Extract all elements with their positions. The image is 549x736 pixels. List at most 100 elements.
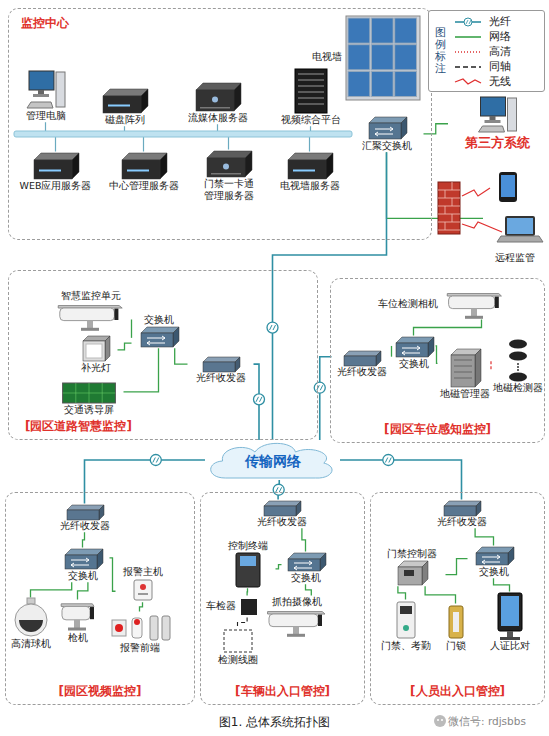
device-node: 门锁 [436, 604, 476, 653]
device-icon [118, 578, 168, 602]
connector [494, 578, 510, 591]
device-icon [485, 172, 545, 252]
device-label: 视频综合平台 [276, 114, 346, 127]
device-icon [352, 116, 422, 140]
device-label: 车检器 [206, 600, 236, 613]
device-icon [190, 356, 252, 372]
drawing-part [471, 308, 477, 316]
drawing-part [445, 222, 446, 230]
drawing-part [455, 79, 481, 84]
device-node: 人证比对 [482, 592, 538, 653]
drawing-part [288, 559, 320, 571]
drawing-part [58, 306, 122, 331]
drawing-part [298, 97, 324, 99]
region-box: [人员出入口管控]光纤收发器交换机门禁控制器门禁、考勤门锁人证比对 [370, 492, 545, 705]
device-label: 光纤收发器 [332, 366, 392, 379]
device-label: 高清球机 [6, 638, 56, 651]
drawing-part [476, 501, 481, 516]
drawing-part [27, 102, 53, 108]
drawing-part [479, 126, 505, 132]
region-title: [园区道路智慧监控] [25, 418, 132, 435]
drawing-part [34, 153, 79, 179]
device-icon [442, 290, 508, 320]
device-label: 交换机 [468, 566, 520, 579]
drawing-part [294, 561, 312, 570]
drawing-part [501, 596, 519, 626]
legend-row: 网络 [453, 29, 511, 44]
drawing-part [29, 71, 54, 90]
drawing-part [376, 351, 381, 366]
drawing-part [295, 69, 327, 113]
drawing-part [437, 719, 439, 721]
fiber-symbol [314, 382, 325, 393]
device-node: 交换机 [282, 552, 330, 585]
drawing-part [240, 556, 256, 566]
drawing-part [396, 337, 434, 357]
drawing-part [134, 580, 152, 600]
drawing-part [298, 103, 324, 105]
drawing-part [375, 127, 393, 136]
drawing-part [462, 222, 502, 232]
device-node: 电视墙服务器 [270, 152, 350, 193]
drawing-part [99, 505, 104, 520]
legend-sample [453, 16, 483, 28]
drawing-part [509, 339, 527, 348]
device-label: 汇聚交换机 [350, 140, 424, 153]
drawing-part [369, 117, 407, 123]
drawing-part [371, 18, 393, 43]
drawing-part [203, 357, 240, 362]
drawing-part [288, 153, 333, 160]
drawing-part [452, 198, 453, 206]
drawing-part [293, 169, 315, 171]
device-icon [56, 382, 122, 404]
device-node: 报警主机 [116, 566, 170, 603]
drawing-part [27, 71, 65, 108]
connector [246, 588, 248, 595]
device-label: WEB应用服务器 [14, 180, 98, 193]
drawing-part [452, 182, 453, 190]
device-icon [104, 152, 184, 180]
connector [391, 346, 392, 357]
region-box: [车辆出入口管控]光纤收发器控制终端交换机车检器检测线圈抓拍摄像机 [200, 492, 365, 705]
device-node: WEB应用服务器 [14, 152, 98, 193]
drawing-part [62, 383, 115, 403]
device-icon [76, 334, 116, 362]
legend-sample [453, 61, 483, 73]
region-title: 监控中心 [21, 15, 69, 32]
device-icon [55, 504, 115, 520]
legend-row: 同轴 [453, 59, 511, 74]
device-icon [380, 560, 444, 586]
device-node: 第三方系统 [448, 96, 547, 152]
device-icon [346, 16, 420, 100]
device-node: 枪机 [56, 600, 100, 645]
device-node: 光纤收发器 [332, 350, 392, 379]
device-node: 地磁管理器 [438, 348, 492, 401]
device-icon [494, 338, 542, 382]
device-label: 智慧监控单元 [50, 290, 132, 303]
drawing-part [288, 160, 326, 179]
drawing-part [14, 131, 352, 137]
drawing-part [517, 363, 519, 365]
drawing-part [444, 501, 481, 516]
connector [140, 602, 143, 611]
device-label: 交换机 [56, 570, 110, 583]
drawing-part [371, 44, 393, 69]
device-label: 光纤收发器 [428, 516, 496, 529]
drawing-part [394, 18, 416, 43]
device-icon [58, 600, 98, 632]
device-icon [240, 596, 258, 618]
drawing-part [369, 123, 401, 139]
connector [124, 348, 159, 392]
drawing-part [476, 553, 508, 565]
drawing-part [348, 18, 370, 43]
drawing-part [451, 349, 481, 387]
drawing-part [61, 603, 94, 630]
region-title: [园区视频监控] [6, 683, 194, 700]
region-box: [园区道路智慧监控]智慧监控单元补光灯交通诱导屏交换机光纤收发器 [8, 270, 318, 440]
drawing-part [34, 153, 79, 160]
drawing-part [441, 719, 443, 721]
drawing-part [348, 44, 370, 69]
device-label: 光纤收发器 [53, 520, 117, 533]
network-label: 传输网络 [245, 449, 301, 471]
drawing-part [33, 94, 49, 97]
